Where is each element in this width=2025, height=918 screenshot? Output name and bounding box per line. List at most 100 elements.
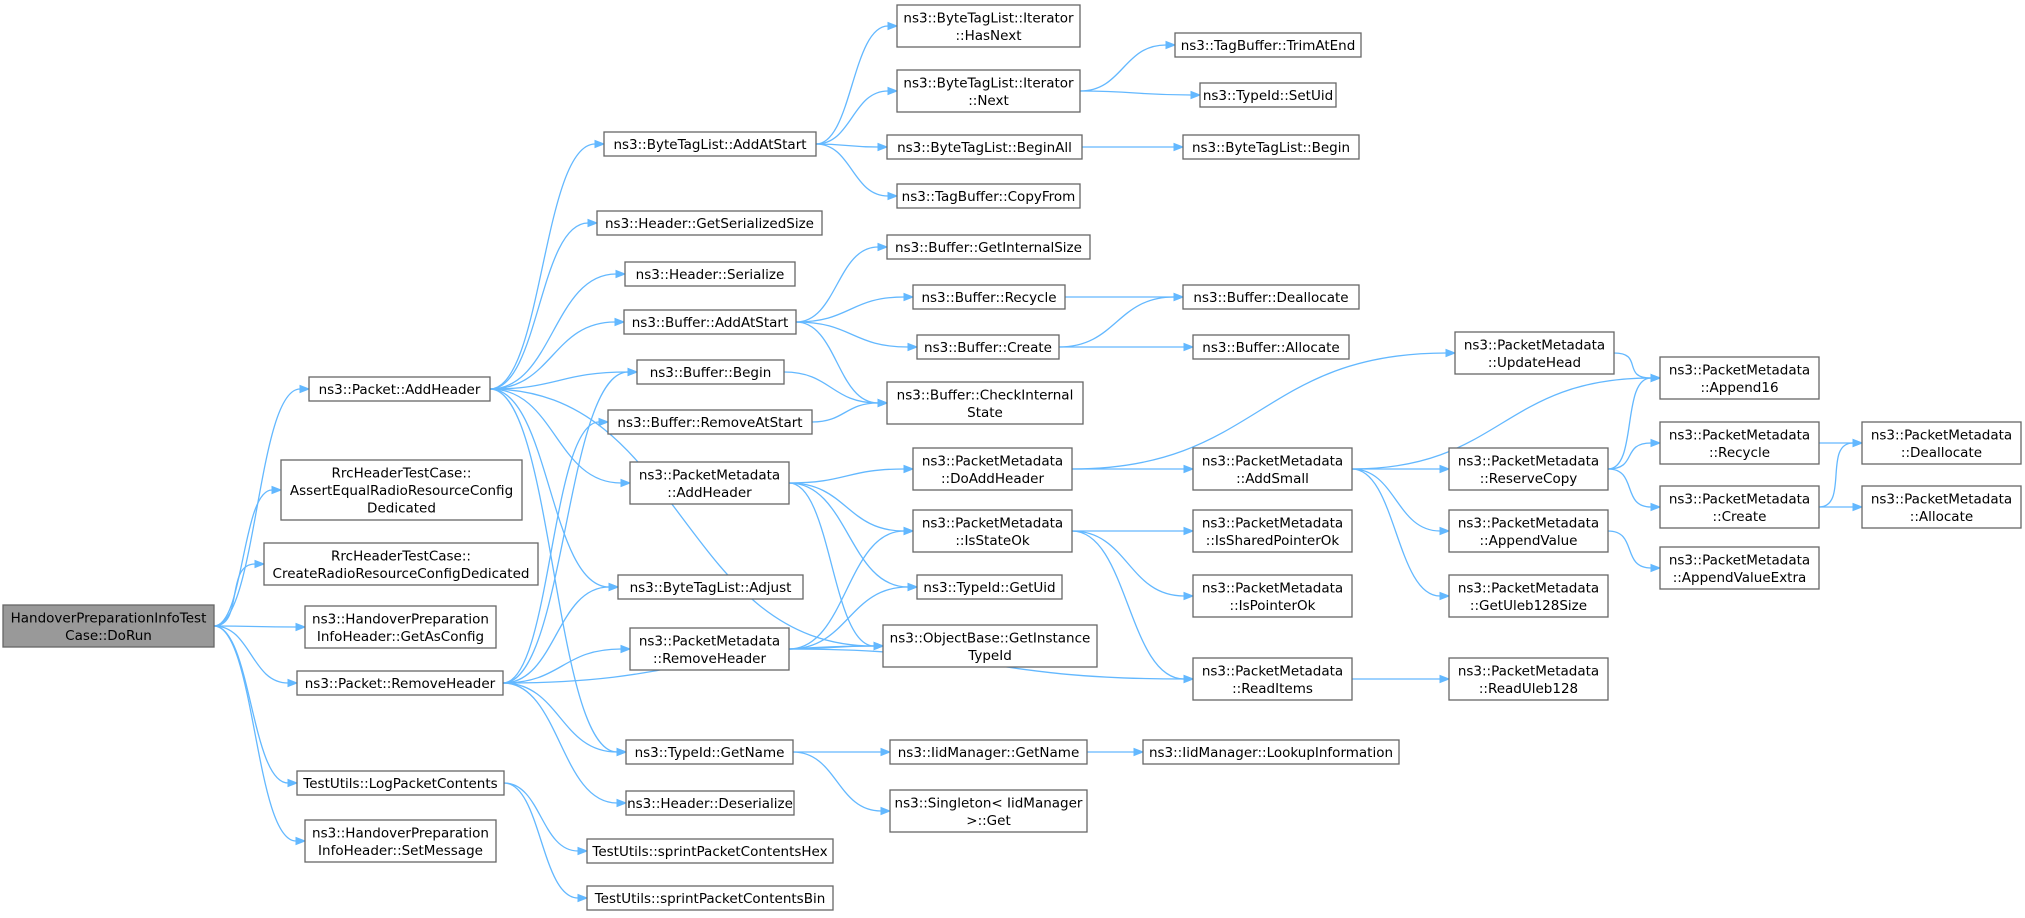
node-btlAdjust[interactable]: ns3::ByteTagList::Adjust [617, 574, 804, 600]
node-bufAddAtStart[interactable]: ns3::Buffer::AddAtStart [623, 309, 797, 335]
node-tuHex[interactable]: TestUtils::sprintPacketContentsHex [586, 838, 834, 864]
node-btlBegin[interactable]: ns3::ByteTagList::Begin [1182, 134, 1360, 160]
node-box [1659, 546, 1820, 590]
node-getAsConfig[interactable]: ns3::HandoverPreparationInfoHeader::GetA… [304, 605, 497, 649]
node-pmAddHeader[interactable]: ns3::PacketMetadata::AddHeader [629, 461, 790, 505]
node-label: ns3::ByteTagList::Iterator [903, 75, 1074, 91]
node-hdrGetSerSize[interactable]: ns3::Header::GetSerializedSize [596, 210, 823, 236]
node-setMessage[interactable]: ns3::HandoverPreparationInfoHeader::SetM… [304, 819, 497, 863]
arrowhead [887, 191, 899, 201]
node-label: ns3::Buffer::AddAtStart [632, 315, 789, 331]
node-assertEqual[interactable]: RrcHeaderTestCase::AssertEqualRadioResou… [280, 459, 523, 521]
node-label: ns3::PacketMetadata [922, 515, 1063, 531]
node-imGetName[interactable]: ns3::IidManager::GetName [889, 739, 1088, 765]
node-label: TestUtils::LogPacketContents [302, 776, 497, 792]
arrowhead [1173, 292, 1185, 302]
node-createRadio[interactable]: RrcHeaderTestCase::CreateRadioResourceCo… [263, 542, 539, 586]
node-label: ns3::Header::GetSerializedSize [605, 216, 814, 232]
node-box [1192, 447, 1353, 491]
node-box [625, 790, 795, 816]
node-label: RrcHeaderTestCase:: [332, 466, 472, 482]
edge-bufRemoveAtStart-to-bufCheckInternal [811, 398, 889, 423]
node-bufGetInternalSize[interactable]: ns3::Buffer::GetInternalSize [886, 234, 1091, 260]
node-label: TestUtils::sprintPacketContentsHex [591, 844, 827, 860]
node-imLookup[interactable]: ns3::IidManager::LookupInformation [1142, 739, 1400, 765]
node-bufCreate[interactable]: ns3::Buffer::Create [916, 334, 1060, 360]
node-pmAppendValue[interactable]: ns3::PacketMetadata::AppendValue [1448, 509, 1609, 553]
edge-pmAddSmall-to-pmReserveCopy [1352, 464, 1451, 474]
node-bufRecycle[interactable]: ns3::Buffer::Recycle [912, 284, 1066, 310]
node-label: ns3::PacketMetadata [1458, 515, 1599, 531]
node-tidGetName[interactable]: ns3::TypeId::GetName [625, 739, 794, 765]
node-pmDoAddHeader[interactable]: ns3::PacketMetadata::DoAddHeader [912, 447, 1073, 491]
node-label: ns3::HandoverPreparation [312, 611, 489, 627]
node-removeHeader[interactable]: ns3::Packet::RemoveHeader [296, 670, 504, 696]
node-tbCopyFrom[interactable]: ns3::TagBuffer::CopyFrom [896, 183, 1081, 209]
edge-bufAddAtStart-to-bufCreate [795, 321, 919, 352]
node-label: ns3::ByteTagList::Iterator [903, 10, 1074, 26]
edge-removeHeader-to-hdrDeserialize [502, 682, 628, 808]
node-label: ns3::Packet::AddHeader [319, 382, 481, 398]
node-pmIsSharedPointerOk[interactable]: ns3::PacketMetadata::IsSharedPointerOk [1192, 509, 1353, 553]
node-box [886, 234, 1091, 260]
node-box [1192, 574, 1353, 618]
node-pmAppendValueExtra[interactable]: ns3::PacketMetadata::AppendValueExtra [1659, 546, 1820, 590]
node-label: ns3::Buffer::Allocate [1202, 340, 1339, 356]
node-pmDeallocate[interactable]: ns3::PacketMetadata::Deallocate [1861, 421, 2022, 465]
edge-bufCreate-to-bufAllocate [1058, 342, 1195, 352]
node-singletonGet[interactable]: ns3::Singleton< IidManager>::Get [889, 789, 1088, 833]
edge-btlAddAtStart-to-btlBeginAll [815, 142, 889, 152]
node-pmRemoveHeader[interactable]: ns3::PacketMetadata::RemoveHeader [629, 627, 790, 671]
node-pmReadUleb[interactable]: ns3::PacketMetadata::ReadUleb128 [1448, 657, 1609, 701]
node-pmAppend16[interactable]: ns3::PacketMetadata::Append16 [1659, 356, 1820, 400]
edge-addHeader-to-bufAddAtStart [489, 317, 626, 390]
node-btlAddAtStart[interactable]: ns3::ByteTagList::AddAtStart [603, 131, 817, 157]
edge-line [795, 296, 905, 323]
node-label: ns3::IidManager::GetName [898, 745, 1080, 761]
node-box [586, 838, 834, 864]
node-pmRecycle[interactable]: ns3::PacketMetadata::Recycle [1659, 421, 1820, 465]
arrowhead [616, 798, 628, 808]
node-btlBeginAll[interactable]: ns3::ByteTagList::BeginAll [886, 134, 1083, 160]
node-label: ns3::Buffer::CheckInternal [897, 387, 1074, 403]
node-tidGetUid[interactable]: ns3::TypeId::GetUid [916, 574, 1063, 600]
node-pmUpdateHead[interactable]: ns3::PacketMetadata::UpdateHead [1454, 331, 1615, 375]
edge-line [1607, 530, 1652, 569]
node-pmIsStateOk[interactable]: ns3::PacketMetadata::IsStateOk [912, 509, 1073, 553]
edge-itNext-to-tbTrimAtEnd [1079, 40, 1177, 92]
node-pmIsPointerOk[interactable]: ns3::PacketMetadata::IsPointerOk [1192, 574, 1353, 618]
edge-addHeader-to-pmAddHeader [489, 388, 632, 488]
node-box [1448, 509, 1609, 553]
node-pmAllocate[interactable]: ns3::PacketMetadata::Allocate [1861, 485, 2022, 529]
node-itHasNext[interactable]: ns3::ByteTagList::Iterator::HasNext [896, 4, 1081, 48]
node-addHeader[interactable]: ns3::Packet::AddHeader [308, 376, 491, 402]
node-bufDeallocate[interactable]: ns3::Buffer::Deallocate [1182, 284, 1360, 310]
arrowhead [620, 478, 632, 488]
edge-pmAddSmall-to-pmAppendValue [1351, 468, 1451, 536]
edge-line [213, 489, 273, 627]
node-bufBegin[interactable]: ns3::Buffer::Begin [636, 359, 785, 385]
node-pmCreate[interactable]: ns3::PacketMetadata::Create [1659, 485, 1820, 529]
node-tbTrimAtEnd[interactable]: ns3::TagBuffer::TrimAtEnd [1174, 32, 1362, 58]
node-label: ns3::TypeId::SetUid [1203, 88, 1333, 104]
node-hdrSerialize[interactable]: ns3::Header::Serialize [624, 261, 796, 287]
edge-line [1058, 296, 1175, 348]
node-itNext[interactable]: ns3::ByteTagList::Iterator::Next [896, 69, 1081, 113]
node-pmReserveCopy[interactable]: ns3::PacketMetadata::ReserveCopy [1448, 447, 1609, 491]
edge-line [815, 143, 879, 148]
node-tidSetUid[interactable]: ns3::TypeId::SetUid [1199, 82, 1337, 108]
node-logPacket[interactable]: TestUtils::LogPacketContents [296, 770, 505, 796]
node-label: ::Append16 [1700, 380, 1778, 396]
node-pmGetUleb[interactable]: ns3::PacketMetadata::GetUleb128Size [1448, 574, 1609, 618]
node-pmReadItems[interactable]: ns3::PacketMetadata::ReadItems [1192, 657, 1353, 701]
node-box [1659, 356, 1820, 400]
node-pmAddSmall[interactable]: ns3::PacketMetadata::AddSmall [1192, 447, 1353, 491]
node-bufAllocate[interactable]: ns3::Buffer::Allocate [1192, 334, 1350, 360]
node-bufRemoveAtStart[interactable]: ns3::Buffer::RemoveAtStart [607, 409, 813, 435]
node-tuBin[interactable]: TestUtils::sprintPacketContentsBin [586, 885, 834, 911]
node-hdrDeserialize[interactable]: ns3::Header::Deserialize [625, 790, 795, 816]
